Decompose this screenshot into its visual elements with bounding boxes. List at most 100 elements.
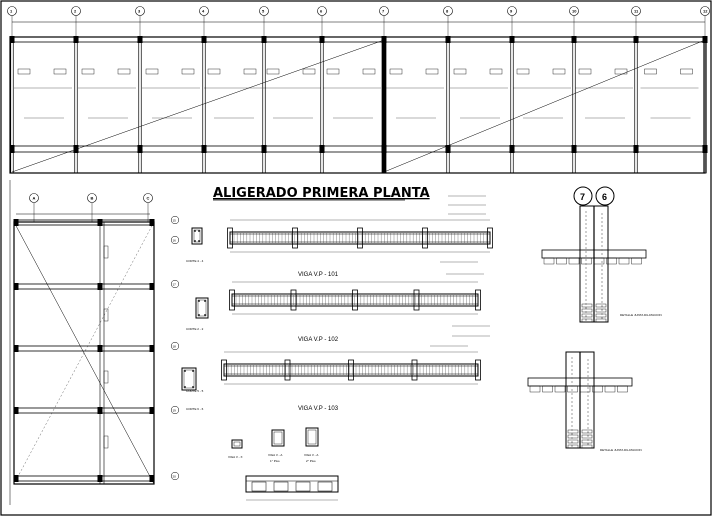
joist-tag (453, 68, 467, 75)
beam (13, 475, 155, 482)
brick (631, 257, 642, 265)
support (475, 289, 481, 311)
column (73, 36, 79, 43)
column (13, 407, 19, 414)
hatch-dot (571, 369, 573, 371)
axis-bubble (87, 193, 97, 203)
hatch-dot (571, 405, 573, 407)
brick-block (251, 481, 267, 492)
axis-label: 7 (382, 9, 385, 14)
hatch-dot (601, 237, 603, 239)
hatch-dot (585, 215, 587, 217)
column (571, 36, 577, 43)
hatch-dot (571, 393, 573, 395)
beam-label-vp102: VIGA V.P - 102 (298, 337, 339, 343)
hatch-dot (601, 241, 603, 243)
hatch-dot (601, 277, 603, 279)
hatch-dot (601, 317, 603, 319)
column (702, 36, 708, 43)
hatch-dot (587, 375, 589, 377)
small-beam-stirrup (273, 431, 283, 445)
rebar-dot (192, 370, 194, 372)
detail-axis-7: 7 (580, 192, 585, 202)
top-plan-columns (9, 36, 708, 174)
joist-tag (243, 68, 257, 75)
rebar-box (581, 434, 593, 439)
brick-block (317, 481, 333, 492)
hatch-dot (587, 407, 589, 409)
column (9, 145, 15, 153)
rebar-dot (204, 300, 206, 302)
small-beam-vx: VIGA V - X (228, 455, 243, 459)
joist-tag (103, 308, 109, 322)
column (149, 475, 155, 482)
rebar-dot (192, 386, 194, 388)
hatch-dot (571, 421, 573, 423)
support (229, 289, 235, 311)
expansion-joint-details (527, 205, 647, 449)
hatch-dot (571, 417, 573, 419)
hatch-dot (585, 251, 587, 253)
joist-tag (489, 68, 503, 75)
left-slab-outline (13, 221, 155, 485)
hatch-dot (585, 271, 587, 273)
joist-tag (680, 68, 693, 75)
hatch-dot (571, 365, 573, 367)
axis-bubble (170, 341, 180, 351)
joist-tag (425, 68, 439, 75)
axis-label: 5 (262, 9, 265, 14)
column (13, 475, 19, 482)
hatch-dot (571, 357, 573, 359)
hatch-dot (585, 307, 587, 309)
beam (13, 283, 155, 290)
axis-bubble (7, 6, 17, 16)
brick (618, 257, 630, 265)
brick (542, 385, 553, 393)
column (13, 283, 19, 290)
hatch-dot (571, 361, 573, 363)
section-label-6: CORTE 6 - 6 (186, 407, 204, 411)
rebar-box (581, 439, 593, 444)
column (13, 345, 19, 352)
hatch-dot (571, 441, 573, 443)
joist-tag (103, 370, 109, 384)
section-stirrup (193, 229, 201, 243)
small-beam-outline (231, 439, 243, 449)
brick (581, 257, 592, 265)
hatch-dot (601, 305, 603, 307)
joist-tag (389, 68, 403, 75)
drawing-title: ALIGERADO PRIMERA PLANTA (213, 186, 430, 201)
axis-label: 3 (138, 9, 141, 14)
axis-label: C (147, 196, 150, 201)
brick (554, 385, 566, 393)
hatch-dot (585, 299, 587, 301)
hatch-dot (601, 281, 603, 283)
joist-section (245, 475, 339, 493)
column (9, 36, 15, 43)
hatch-dot (571, 389, 573, 391)
axis-label: 12 (703, 9, 708, 14)
beam-outline (223, 363, 479, 377)
support (352, 289, 358, 311)
joint-detail-label-1: DETALLE JUNTA DILATACION (620, 313, 662, 317)
joist-tag (302, 68, 316, 75)
joist-tag (578, 68, 592, 75)
rebar-dot (194, 230, 196, 232)
hatch-dot (585, 295, 587, 297)
section-details (181, 227, 209, 391)
column (381, 36, 387, 43)
axis-bubble (135, 6, 145, 16)
hatch-dot (585, 291, 587, 293)
column (445, 145, 451, 153)
rebar-box (581, 303, 593, 308)
rebar-box (581, 318, 593, 323)
column (149, 407, 155, 414)
rebar-dot (194, 240, 196, 242)
rebar-box (595, 313, 607, 318)
support (221, 359, 227, 381)
column (13, 219, 19, 226)
small-beam-va1-floor: 1° Piso (270, 459, 280, 463)
section-stirrup (183, 369, 195, 389)
axis-bubble (569, 6, 579, 16)
